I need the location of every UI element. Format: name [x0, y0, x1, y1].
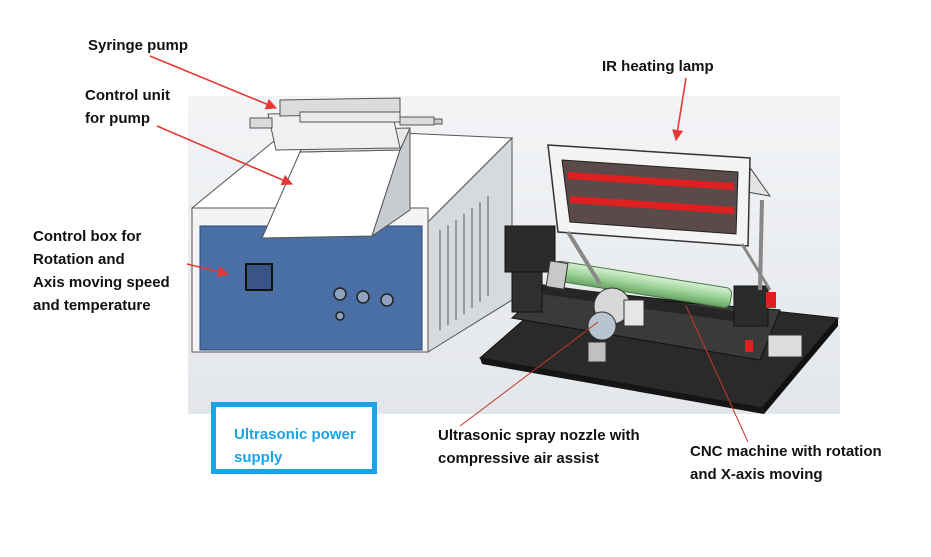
label-ir-heating-lamp: IR heating lamp — [602, 58, 714, 75]
spray-nozzle — [587, 287, 645, 363]
label-cnc-machine: CNC machine with rotation and X-axis mov… — [690, 440, 882, 486]
power-supply-label: Ultrasonic power supply — [234, 423, 356, 469]
label-line: for pump — [85, 110, 150, 127]
label-line: and temperature — [33, 297, 151, 314]
callout-arrows — [149, 55, 687, 278]
label-line: Rotation and — [33, 251, 125, 268]
label-line: compressive air assist — [438, 450, 599, 467]
label-line: Control unit — [85, 87, 170, 104]
syringe-barrel — [299, 111, 401, 123]
rotation-motor — [504, 225, 556, 273]
label-syringe-pump: Syringe pump — [88, 37, 189, 54]
label-line: and X-axis moving — [690, 466, 823, 483]
cnc-machine — [478, 225, 839, 414]
label-line: Axis moving speed — [33, 274, 170, 291]
label-line: Control box for — [33, 228, 142, 245]
display-screen — [245, 263, 273, 291]
syringe-pump — [249, 97, 443, 239]
knob — [356, 290, 370, 304]
knob — [380, 293, 394, 307]
label-control-unit: Control unit for pump — [85, 84, 170, 130]
leader-lines — [459, 305, 749, 443]
knob — [335, 311, 345, 321]
label-line: Ultrasonic spray nozzle with — [438, 427, 640, 444]
label-line: Ultrasonic power — [234, 426, 356, 443]
knob — [333, 287, 347, 301]
label-line: supply — [234, 449, 283, 466]
label-spray-nozzle: Ultrasonic spray nozzle with compressive… — [438, 424, 640, 470]
label-line: CNC machine with rotation — [690, 443, 882, 460]
ir-heating-lamp — [547, 144, 772, 291]
control-panel — [199, 225, 423, 351]
label-control-box: Control box for Rotation and Axis moving… — [33, 225, 170, 317]
power-supply-box: Ultrasonic power supply — [211, 402, 377, 474]
